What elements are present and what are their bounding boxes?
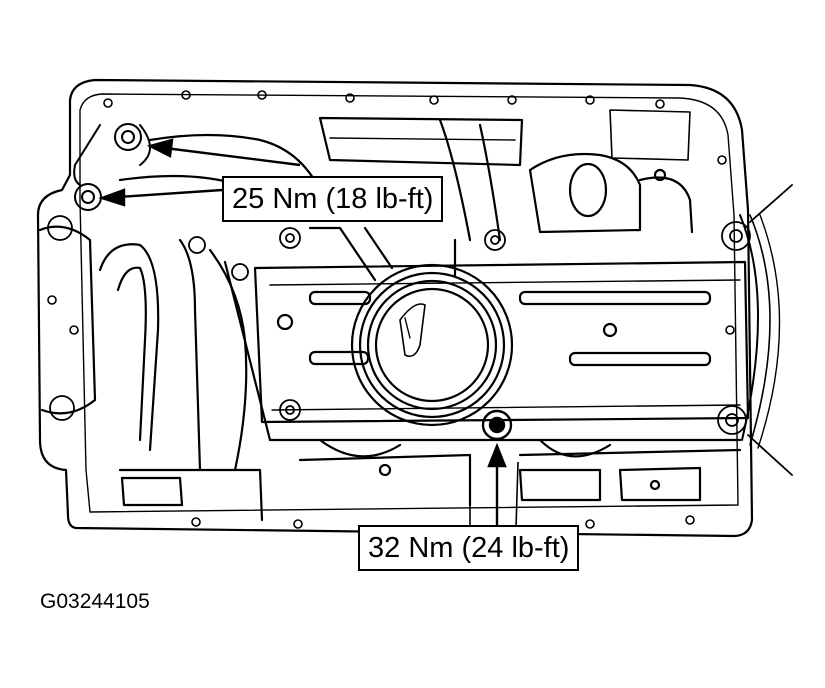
flange-holes bbox=[47, 90, 735, 529]
upper-torque-callout: 25 Nm (18 lb-ft) bbox=[222, 176, 444, 222]
crankcase-outline bbox=[36, 78, 754, 538]
lower-arrows bbox=[469, 442, 519, 530]
upper-arrows bbox=[98, 138, 301, 207]
figure-id-label: G03244105 bbox=[40, 590, 150, 613]
sprocket bbox=[308, 226, 514, 427]
crankcase-inner-outline bbox=[79, 93, 739, 513]
lower-torque-callout: 32 Nm (24 lb-ft) bbox=[358, 525, 580, 571]
upper-bolts bbox=[73, 123, 151, 211]
bearing-cap-beam bbox=[253, 260, 750, 424]
lower-bolt bbox=[481, 409, 513, 441]
